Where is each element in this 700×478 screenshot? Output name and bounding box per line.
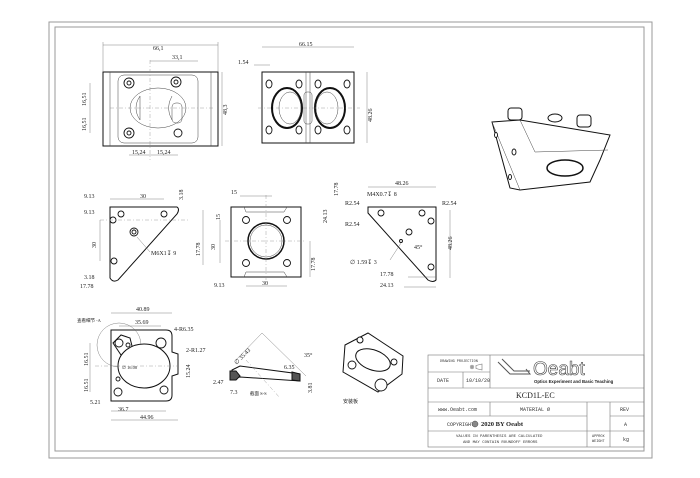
dim-text: 9.13 (84, 210, 95, 216)
weight-label: APPROX (592, 435, 606, 439)
date-label: DATE (437, 378, 449, 384)
dim-text: 17.78 (380, 272, 394, 278)
top-view: 66.15 1.54 48.26 (238, 42, 374, 144)
dim-text: 48,3 (223, 105, 229, 116)
dim-text: 66.15 (299, 42, 313, 48)
weight-label: WEIGHT (592, 440, 605, 444)
title-block: DRAWING PROJECTION DATE 10/10/20 Oeabt O… (427, 354, 645, 448)
inner-frame (54, 26, 645, 452)
copyright-label: COPYRIGHT (447, 422, 474, 428)
dim-text: R2.54 (345, 222, 360, 228)
dim-text: 30 (92, 242, 98, 248)
section-label: 截面 S-S (250, 390, 267, 397)
dim-text: 16.51 (84, 379, 90, 393)
note-text: 查看细节 -A (77, 317, 102, 324)
mount-plate-isometric: 安装板 (342, 332, 404, 405)
note-line-2: AND MAY CONTAIN ROUNDOFF ERRORS (463, 441, 538, 445)
dim-text: 1.54 (238, 60, 249, 66)
dim-text: 17.78 (196, 243, 202, 257)
dim-text: 17.78 (80, 284, 94, 290)
dim-text: 2-R1.27 (186, 348, 206, 354)
website-link[interactable]: www.Oeabt.com (438, 407, 477, 413)
rev-label: REV (620, 407, 629, 413)
oeabt-logo: Oeabt Optics Experiment and Basic Teachi… (497, 358, 614, 384)
side-view-right: 48.26 17.78 M4X0.7↧ 8 R2.54 R2.54 R2.54 … (323, 181, 457, 289)
dim-text: 48.26 (368, 109, 374, 123)
dim-text: 3.18 (179, 190, 185, 201)
section-view: ∅ 35.43 6.35 35° 2.47 7.3 截面 S-S 3.81 (213, 332, 314, 399)
dim-text: 48.26 (395, 181, 409, 187)
dim-text: M4X0.7↧ 8 (367, 191, 397, 198)
dim-text: 15,24 (132, 150, 146, 156)
dim-text: 9.13 (214, 283, 225, 289)
material-label: MATERIAL Ø (520, 406, 550, 413)
dim-text: 5.21 (90, 400, 101, 406)
part-number: KCD1L-EC (516, 391, 555, 400)
copyright-icon (471, 420, 479, 428)
dim-text: 30 (140, 194, 146, 200)
dim-text: 44.96 (140, 415, 154, 421)
outer-frame (48, 21, 653, 459)
dim-text: 33,1 (172, 55, 183, 61)
dim-text: 6.35 (284, 365, 295, 371)
dim-text: 15.24 (186, 365, 192, 379)
dim-text: ∅ 35.43 (233, 347, 252, 366)
weight-unit: kg (623, 437, 629, 443)
logo-text: Oeabt (533, 359, 585, 380)
dim-text: R2.54 (442, 201, 457, 207)
dim-text: 3.18 (84, 275, 95, 281)
dim-text: 17.78 (311, 258, 317, 272)
dim-text: 15 (216, 214, 222, 220)
dim-text: 2.47 (213, 380, 224, 386)
projection-label: DRAWING PROJECTION (440, 360, 478, 364)
rev-value: A (624, 422, 627, 428)
dim-text: 30 (262, 281, 268, 287)
dim-text: 36.7 (118, 407, 129, 413)
plate-view: 40.89 查看细节 -A 35.69 4-R6.35 2-R1.27 16.5… (77, 307, 206, 421)
dim-text: 48.26 (448, 237, 454, 251)
dim-text: 35.69 (135, 320, 149, 326)
dim-text: M6X1↧ 9 (151, 250, 176, 257)
dim-text: 3.81 (308, 383, 314, 394)
dim-text: 24.13 (380, 283, 394, 289)
dim-text: 16,51 (82, 118, 88, 132)
dim-text: 16.51 (84, 353, 90, 367)
dim-text: 35° (304, 352, 313, 359)
dim-text: 66,1 (153, 46, 164, 52)
isometric-view (491, 107, 611, 191)
dim-text: 15 (231, 190, 237, 196)
view-label: 安装板 (343, 398, 358, 405)
dim-text: 7.3 (230, 390, 238, 396)
dim-text: 17.78 (334, 183, 340, 197)
copyright-text: 2020 BY Oeabt (481, 421, 524, 428)
dim-text: 16,51 (82, 93, 88, 107)
side-view-middle: 15 15 30 17.78 9.13 30 (211, 190, 317, 289)
dim-text: ∅ 16.08 (122, 365, 138, 370)
dim-text: 9.13 (84, 194, 95, 200)
note-line-1: VALUES IN PARENTHESIS ARE CALCULATED (456, 435, 543, 439)
dim-text: 4-R6.35 (174, 327, 194, 333)
logo-tagline: Optics Experiment and Basic Teaching (534, 379, 614, 384)
dim-text: 30 (211, 244, 217, 250)
dim-text: R2.54 (345, 201, 360, 207)
dim-text: 15,24 (157, 150, 171, 156)
front-view: 66,1 33,1 48,3 16,51 16,51 15,24 15,24 (82, 42, 229, 160)
dim-text: ∅ 1.59↧ 3 (350, 259, 377, 266)
side-view-left: 9.13 30 3.18 9.13 30 17.78 3.18 17.78 M6… (80, 190, 204, 290)
projection-symbol-icon (469, 363, 483, 371)
dim-text: 40.89 (136, 307, 150, 313)
dim-text: 24.13 (323, 210, 329, 224)
date-value: 10/10/20 (466, 378, 490, 384)
dim-text: 45° (414, 244, 423, 251)
